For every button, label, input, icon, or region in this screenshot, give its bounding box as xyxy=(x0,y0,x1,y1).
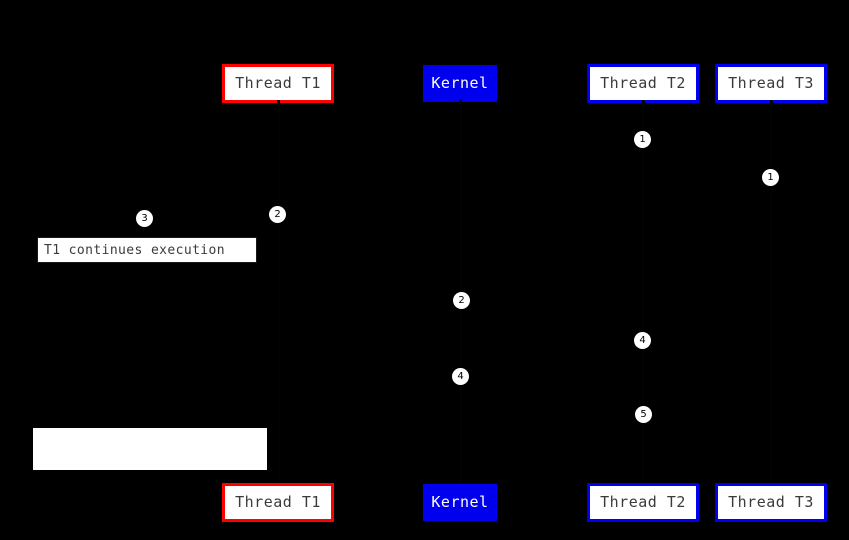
lifeline-t2 xyxy=(643,103,644,483)
note-text: T1 continues execution xyxy=(44,242,225,258)
step-marker-4: 4 xyxy=(452,368,469,385)
participant-bottom-t1-bottom[interactable]: Thread T1 xyxy=(222,483,334,522)
lifeline-stub-kernel xyxy=(459,99,462,104)
lifeline-stub-t2 xyxy=(642,100,645,105)
lifeline-stub-t1 xyxy=(277,100,280,105)
step-marker-1: 1 xyxy=(634,131,651,148)
step-marker-3: 3 xyxy=(136,210,153,227)
participant-top-kernel[interactable]: Kernel xyxy=(423,65,497,102)
step-marker-2: 2 xyxy=(453,292,470,309)
step-marker-1: 1 xyxy=(762,169,779,186)
participant-label: Kernel xyxy=(431,493,489,511)
note-t1-continues: T1 continues execution xyxy=(37,237,257,263)
participant-label: Thread T1 xyxy=(235,74,321,92)
participant-label: Kernel xyxy=(431,74,489,92)
blank-panel-bottom-left xyxy=(33,428,267,470)
participant-label: Thread T2 xyxy=(600,74,686,92)
participant-label: Thread T3 xyxy=(728,493,814,511)
participant-top-t1[interactable]: Thread T1 xyxy=(222,64,334,103)
participant-label: Thread T3 xyxy=(728,74,814,92)
step-marker-4: 4 xyxy=(634,332,651,349)
lifeline-t1 xyxy=(278,103,279,483)
participant-label: Thread T2 xyxy=(600,493,686,511)
step-marker-2: 2 xyxy=(269,206,286,223)
step-marker-5: 5 xyxy=(635,406,652,423)
participant-top-t3[interactable]: Thread T3 xyxy=(715,64,827,103)
participant-top-t2[interactable]: Thread T2 xyxy=(587,64,699,103)
lifeline-stub-t3 xyxy=(770,100,773,105)
participant-bottom-kernel-bottom[interactable]: Kernel xyxy=(423,484,497,521)
participant-bottom-t3-bottom[interactable]: Thread T3 xyxy=(715,483,827,522)
participant-label: Thread T1 xyxy=(235,493,321,511)
lifeline-t3 xyxy=(771,103,772,483)
participant-bottom-t2-bottom[interactable]: Thread T2 xyxy=(587,483,699,522)
